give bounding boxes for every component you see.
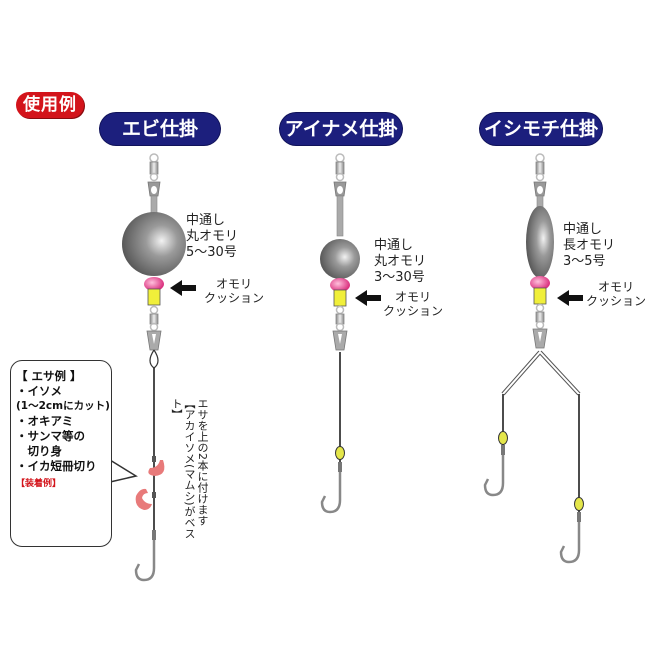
rig-title-ainame: アイナメ仕掛 <box>280 113 402 145</box>
bait-item: 切り身 <box>16 444 62 458</box>
rig1-sinker-label: 中通し 丸オモリ 5～30号 <box>186 213 239 260</box>
rig3-sinker-label: 中通し 長オモリ 3～5号 <box>563 222 616 269</box>
bait-heading: 【 エサ例 】 <box>16 369 82 383</box>
rig-title-ebi: エビ仕掛 <box>100 113 220 145</box>
arrow-icon <box>557 290 583 306</box>
rig1-side-note: エサを上の2本に付けます【アカイソメ(マムシ)がベスト】 <box>170 398 209 539</box>
arrow-icon <box>170 280 196 296</box>
bait-item: ・イソメ <box>16 384 62 398</box>
bait-item: ・イカ短冊切り <box>16 459 97 473</box>
attach-example-label: 【装着例】 <box>16 479 62 489</box>
rig1-cushion-label: オモリ クッション <box>204 277 265 305</box>
bait-item: ・オキアミ <box>16 414 74 428</box>
bait-item: (1～2cmにカット) <box>16 400 110 412</box>
usage-example-badge: 使用例 <box>16 92 84 118</box>
rig-title-ishimochi: イシモチ仕掛 <box>480 113 602 145</box>
arrow-icon <box>355 290 381 306</box>
bait-example-box: 【 エサ例 】 ・イソメ (1～2cmにカット) ・オキアミ ・サンマ等の 切り… <box>10 360 112 547</box>
bait-item: ・サンマ等の <box>16 429 85 443</box>
rig3-cushion-label: オモリ クッション <box>586 280 645 308</box>
rig2-cushion-label: オモリ クッション <box>383 290 444 318</box>
rig2-sinker-label: 中通し 丸オモリ 3～30号 <box>374 238 427 285</box>
